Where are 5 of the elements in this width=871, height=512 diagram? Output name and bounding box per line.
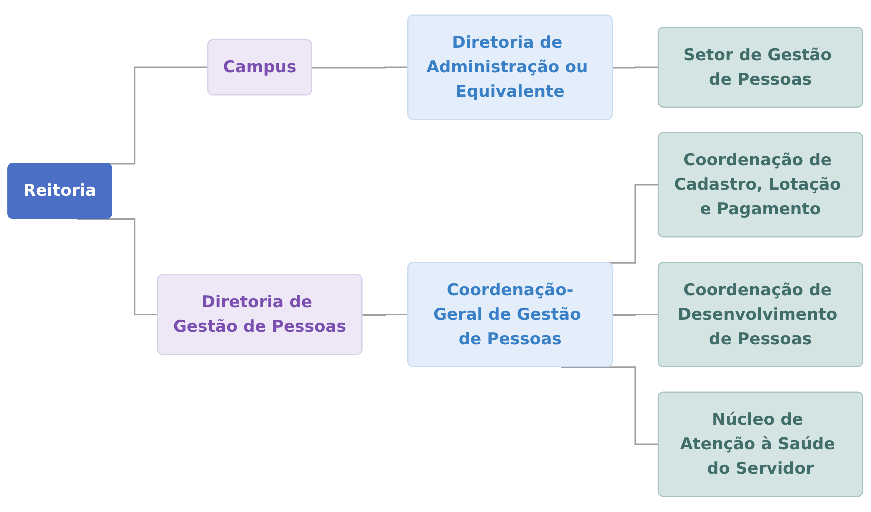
connector	[362, 314, 410, 316]
connector	[613, 66, 660, 69]
connector	[561, 366, 660, 446]
connector	[613, 314, 660, 316]
connector	[312, 66, 410, 69]
